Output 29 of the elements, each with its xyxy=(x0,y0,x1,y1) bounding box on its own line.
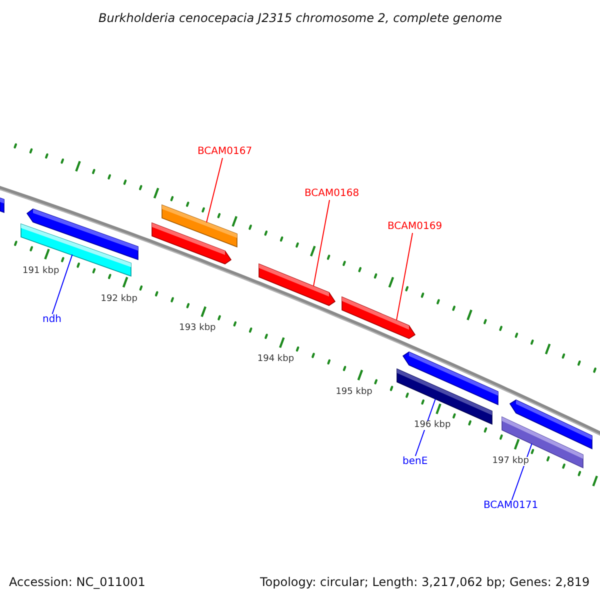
scale-label: 195 kbp xyxy=(334,388,374,397)
gene-feature xyxy=(21,224,131,276)
leader-line xyxy=(52,254,73,314)
gene-label: benE xyxy=(402,457,428,467)
leader-line xyxy=(396,232,414,321)
scale-label: 193 kbp xyxy=(178,324,217,334)
gene-feature xyxy=(162,205,237,248)
leader-line xyxy=(511,443,532,500)
gene-feature xyxy=(403,352,498,406)
scale-label: 196 kbp xyxy=(413,421,452,430)
gene-label: ndh xyxy=(42,315,62,325)
scale-label: 192 kbp xyxy=(100,294,138,304)
scale-label: 194 kbp xyxy=(256,355,296,364)
gene-label: BCAM0171 xyxy=(484,501,538,511)
gene-feature xyxy=(0,198,4,212)
gene-label: BCAM0168 xyxy=(304,189,360,199)
scale-label: 197 kbp xyxy=(491,456,530,466)
leader-line xyxy=(414,398,436,456)
gene-label: BCAM0167 xyxy=(198,147,252,157)
gene-feature xyxy=(510,400,592,450)
accession-text: Accession: NC_011001 xyxy=(9,576,146,588)
genome-summary-text: Topology: circular; Length: 3,217,062 bp; Genes: 2,819 xyxy=(260,576,590,588)
scale-label: 191 kbp xyxy=(22,266,60,276)
leader-line xyxy=(313,200,330,287)
title: Burkholderia cenocepacia J2315 chromosome 2, complete genome xyxy=(98,12,502,24)
gene-label: BCAM0169 xyxy=(388,222,442,232)
leader-line xyxy=(206,158,224,223)
gene-feature xyxy=(342,296,415,338)
gene-feature xyxy=(259,264,335,306)
